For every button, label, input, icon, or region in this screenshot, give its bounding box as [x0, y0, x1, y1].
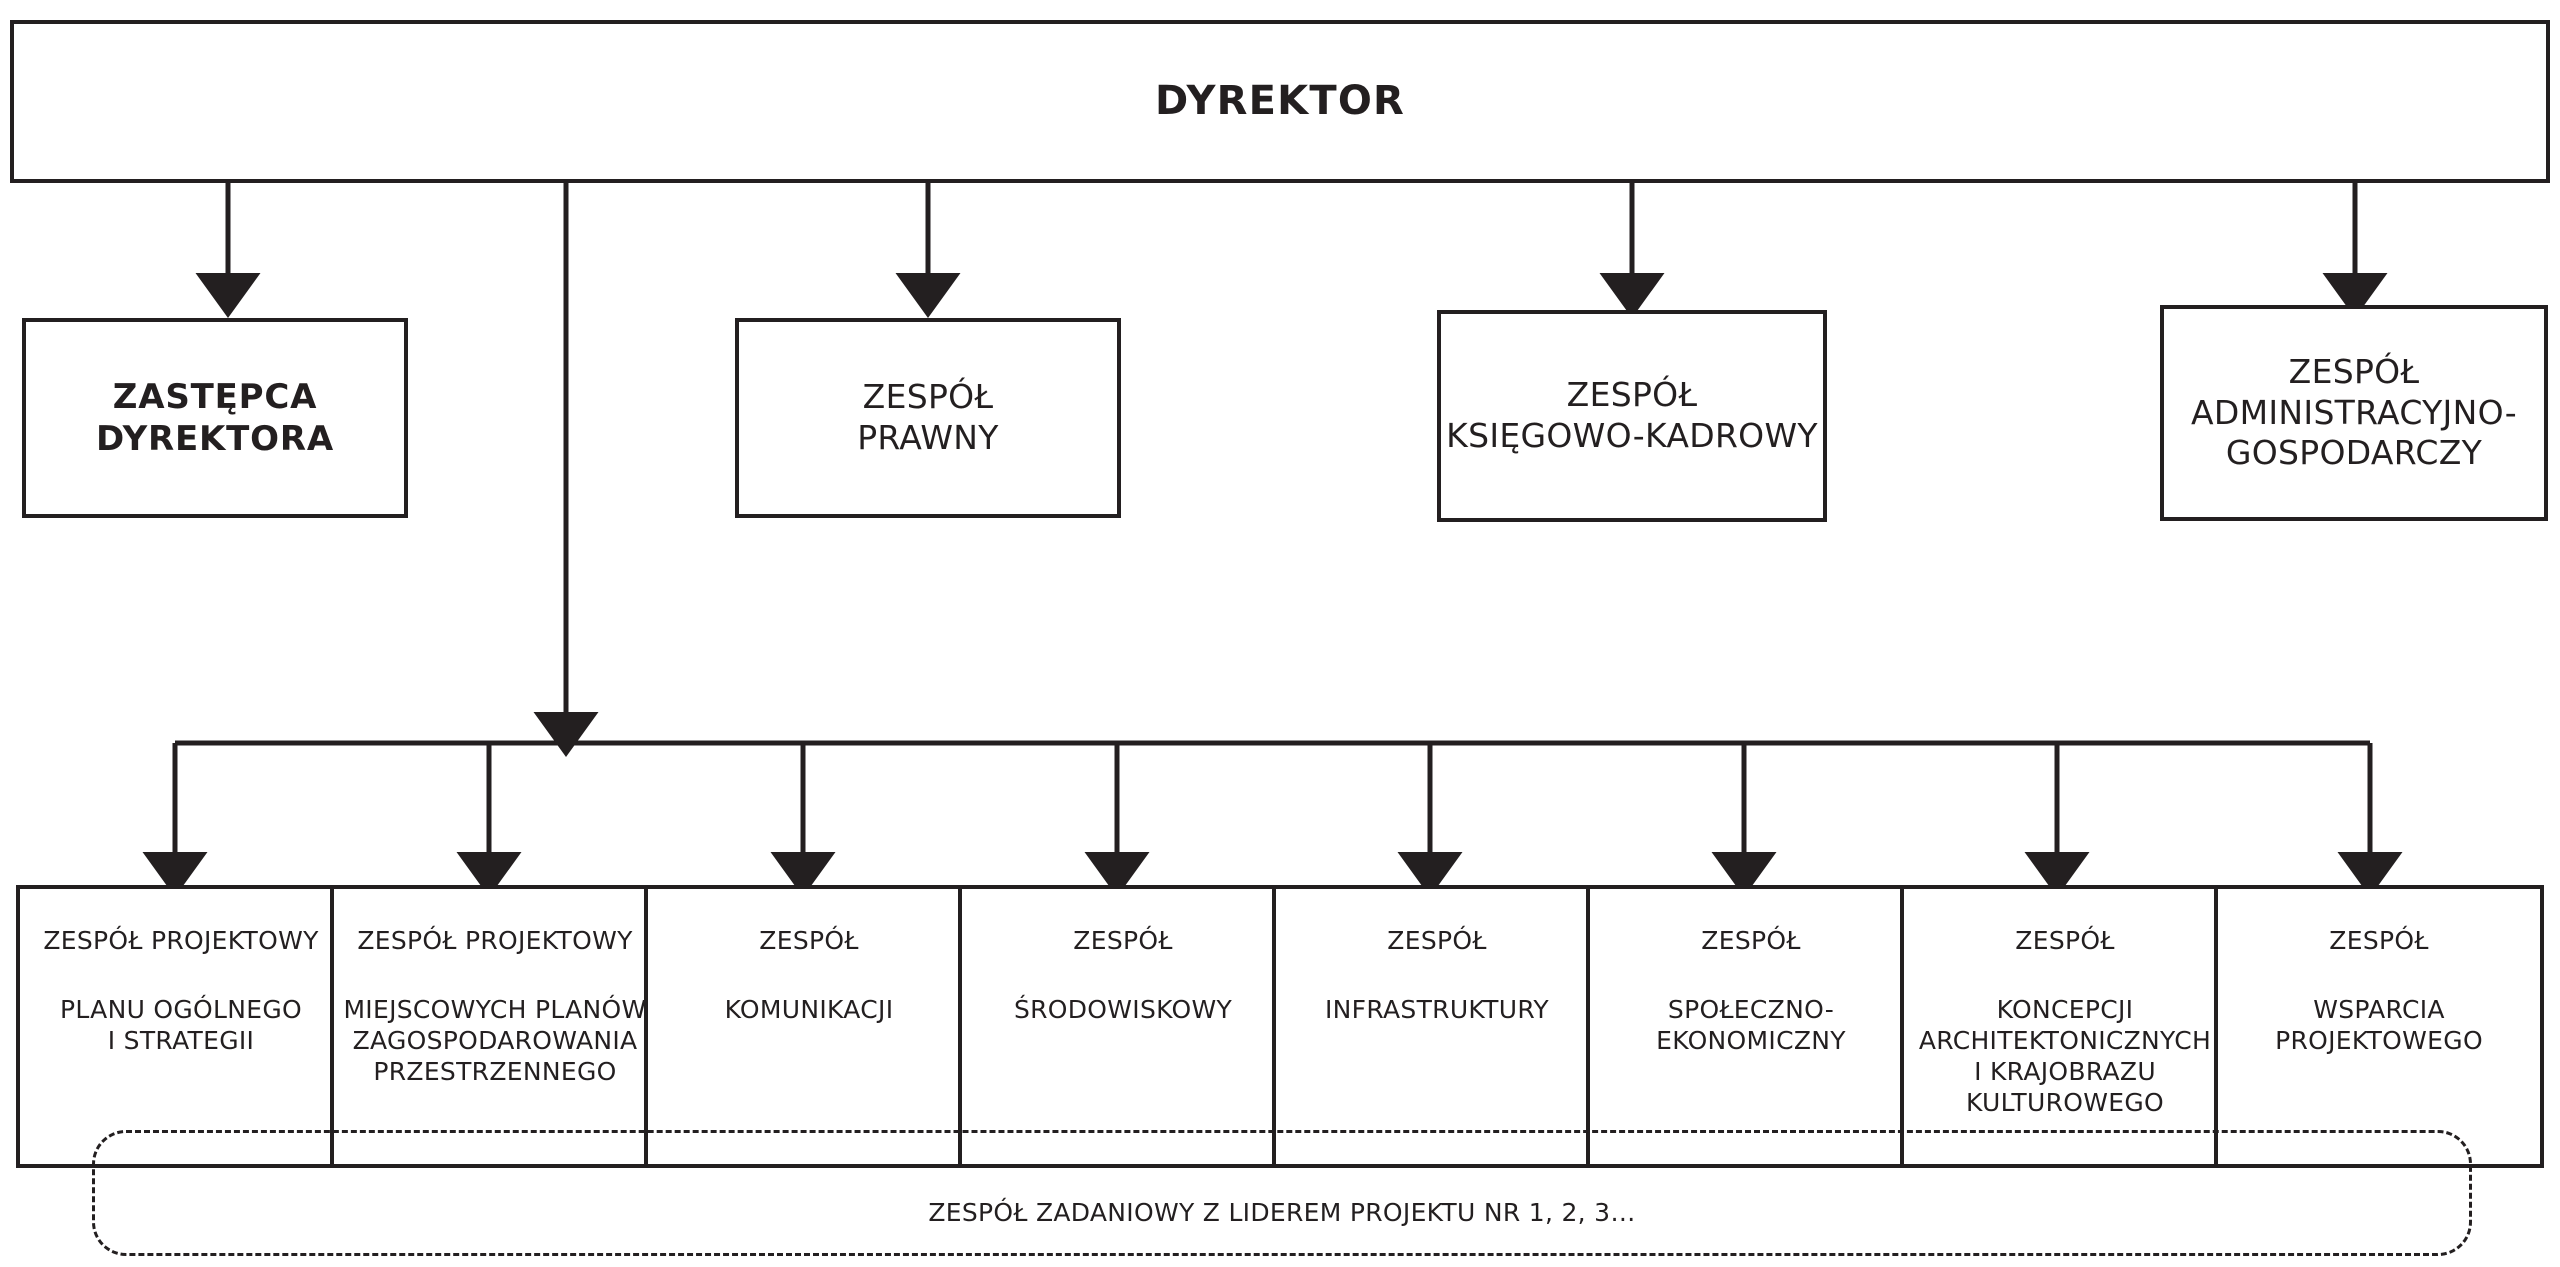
node-team-infrastructure-body: INFRASTRUKTURY [1325, 994, 1549, 1025]
node-accounting-hr-team-line2: KSIĘGOWO-KADROWY [1446, 416, 1818, 455]
leaf-line: INFRASTRUKTURY [1325, 995, 1549, 1024]
node-team-local-plans-body: MIEJSCOWYCH PLANÓW ZAGOSPODAROWANIA PRZE… [343, 994, 646, 1087]
leaf-line: KONCEPCJI [1996, 995, 2134, 1024]
leaf-line: KULTUROWEGO [1966, 1088, 2164, 1117]
node-team-environment[interactable]: ZESPÓŁ ŚRODOWISKOWY [958, 885, 1288, 1168]
node-team-environment-body: ŚRODOWISKOWY [1014, 994, 1232, 1025]
node-team-local-plans-head: ZESPÓŁ PROJEKTOWY [357, 926, 633, 955]
node-deputy-director[interactable]: ZASTĘPCA DYREKTORA [22, 318, 408, 518]
leaf-line: ARCHITEKTONICZNYCH [1918, 1026, 2212, 1055]
leaf-line: PROJEKTOWEGO [2275, 1026, 2483, 1055]
leaf-line: WSPARCIA [2313, 995, 2445, 1024]
node-director[interactable]: DYREKTOR [10, 20, 2550, 183]
node-team-general-plan-body: PLANU OGÓLNEGO I STRATEGII [60, 994, 302, 1056]
node-team-socioeconomic-body: SPOŁECZNO- EKONOMICZNY [1656, 994, 1846, 1056]
node-team-general-plan[interactable]: ZESPÓŁ PROJEKTOWY PLANU OGÓLNEGO I STRAT… [16, 885, 346, 1168]
task-force-group-outline [92, 1130, 2472, 1256]
node-team-general-plan-head: ZESPÓŁ PROJEKTOWY [43, 926, 319, 955]
node-deputy-director-line2: DYREKTORA [96, 419, 334, 459]
node-team-socioeconomic[interactable]: ZESPÓŁ SPOŁECZNO- EKONOMICZNY [1586, 885, 1916, 1168]
leaf-line: I KRAJOBRAZU [1974, 1057, 2156, 1086]
node-administrative-team[interactable]: ZESPÓŁ ADMINISTRACYJNO- GOSPODARCZY [2160, 305, 2548, 521]
node-team-communication-body: KOMUNIKACJI [725, 994, 894, 1025]
node-administrative-team-line2: ADMINISTRACYJNO- [2191, 392, 2517, 432]
leaf-line: KOMUNIKACJI [724, 995, 894, 1024]
node-administrative-team-line1: ZESPÓŁ [2288, 351, 2420, 391]
node-legal-team[interactable]: ZESPÓŁ PRAWNY [735, 318, 1121, 518]
node-team-infrastructure-head: ZESPÓŁ [1387, 926, 1487, 955]
node-team-architecture-landscape-head: ZESPÓŁ [2015, 926, 2115, 955]
node-team-communication-head: ZESPÓŁ [759, 926, 859, 955]
node-administrative-team-line3: GOSPODARCZY [2225, 433, 2483, 473]
node-director-label: DYREKTOR [1154, 77, 1406, 124]
node-team-local-plans[interactable]: ZESPÓŁ PROJEKTOWY MIEJSCOWYCH PLANÓW ZAG… [330, 885, 660, 1168]
leaf-line: I STRATEGII [107, 1026, 255, 1055]
node-accounting-hr-team-line1: ZESPÓŁ [1566, 375, 1698, 415]
leaf-line: EKONOMICZNY [1656, 1026, 1846, 1055]
leaf-line: ŚRODOWISKOWY [1013, 995, 1233, 1024]
node-deputy-director-line1: ZASTĘPCA [112, 376, 318, 417]
node-team-socioeconomic-head: ZESPÓŁ [1701, 926, 1801, 955]
leaf-line: MIEJSCOWYCH PLANÓW [343, 995, 647, 1024]
leaf-line: ZAGOSPODAROWANIA [352, 1026, 638, 1055]
leaf-line: PRZESTRZENNEGO [373, 1057, 617, 1086]
node-legal-team-line2: PRAWNY [857, 418, 999, 457]
leaf-line: PLANU OGÓLNEGO [59, 995, 303, 1024]
leaf-line: SPOŁECZNO- [1667, 995, 1835, 1024]
node-team-communication[interactable]: ZESPÓŁ KOMUNIKACJI [644, 885, 974, 1168]
node-team-architecture-landscape-body: KONCEPCJI ARCHITEKTONICZNYCH I KRAJOBRAZ… [1919, 994, 2211, 1118]
node-legal-team-line1: ZESPÓŁ [862, 377, 994, 417]
node-accounting-hr-team[interactable]: ZESPÓŁ KSIĘGOWO-KADROWY [1437, 310, 1827, 522]
node-team-infrastructure[interactable]: ZESPÓŁ INFRASTRUKTURY [1272, 885, 1602, 1168]
node-team-project-support[interactable]: ZESPÓŁ WSPARCIA PROJEKTOWEGO [2214, 885, 2544, 1168]
node-team-project-support-head: ZESPÓŁ [2329, 926, 2429, 955]
node-team-architecture-landscape[interactable]: ZESPÓŁ KONCEPCJI ARCHITEKTONICZNYCH I KR… [1900, 885, 2230, 1168]
node-team-environment-head: ZESPÓŁ [1073, 926, 1173, 955]
task-force-group-label: ZESPÓŁ ZADANIOWY Z LIDEREM PROJEKTU NR 1… [928, 1198, 1636, 1227]
node-team-project-support-body: WSPARCIA PROJEKTOWEGO [2275, 994, 2483, 1056]
